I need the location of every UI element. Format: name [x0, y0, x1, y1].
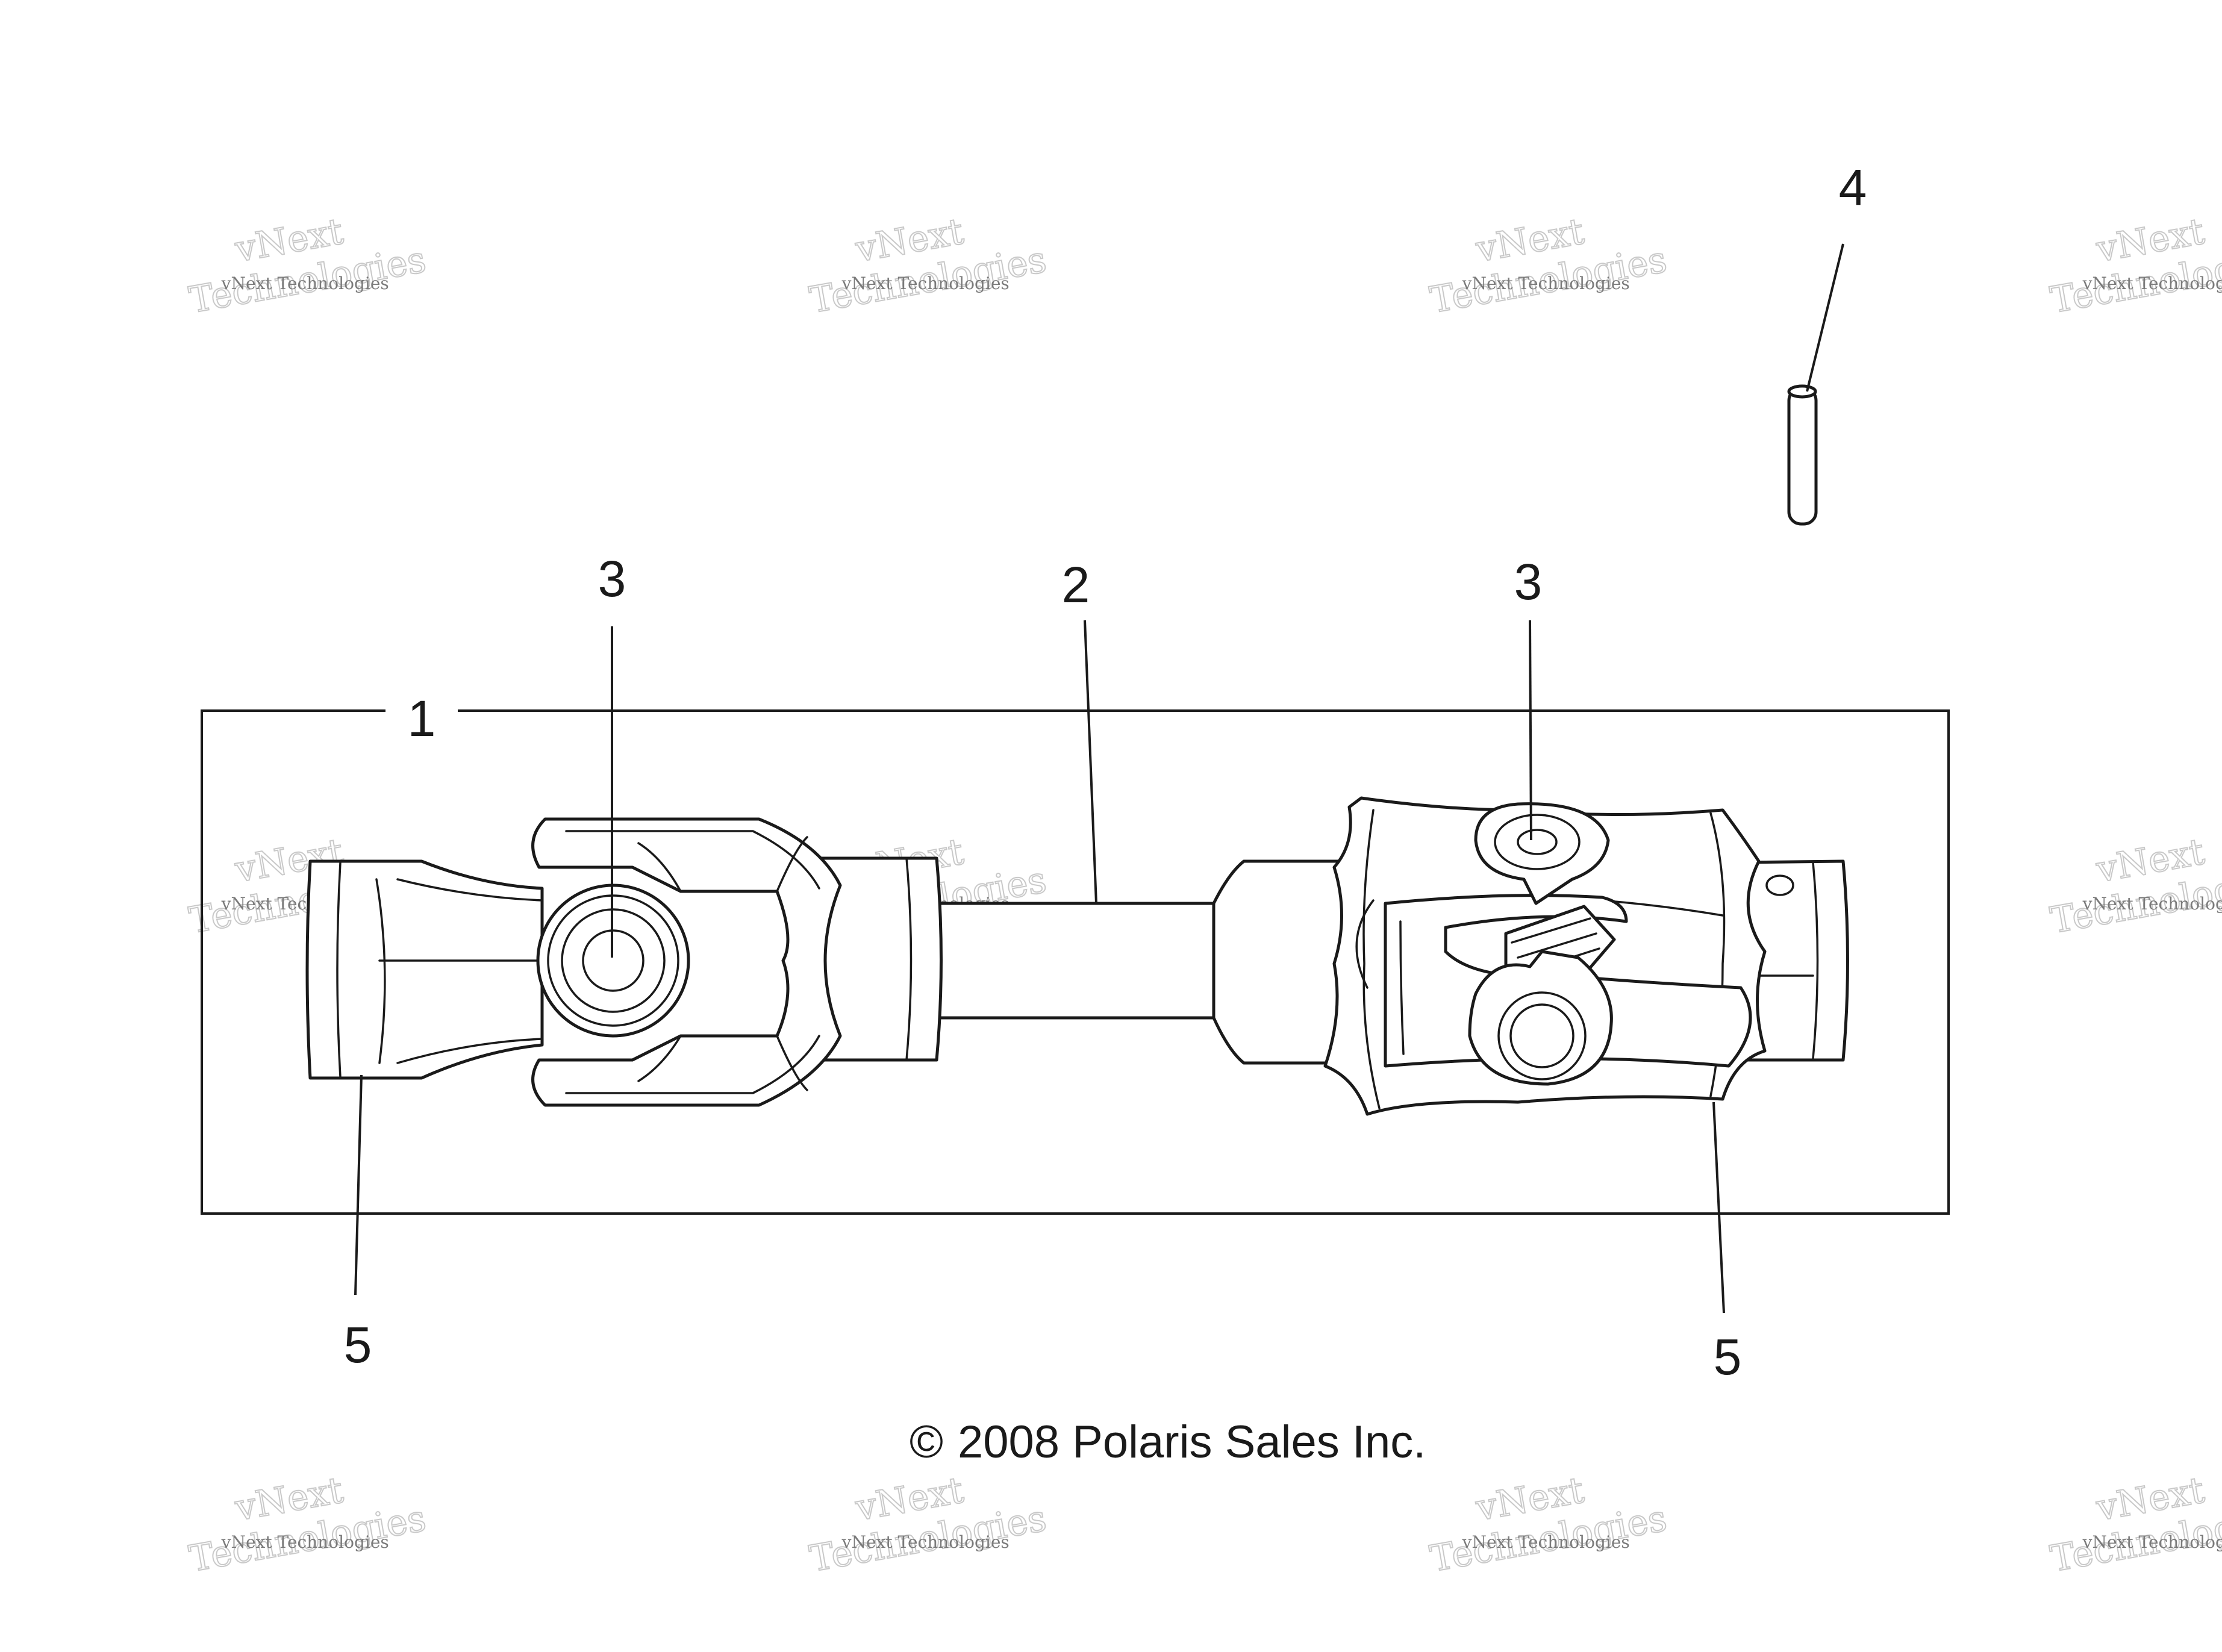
watermark-small-line: vNext Technologies [2082, 894, 2222, 914]
callout-2: 2 [1062, 556, 1090, 613]
center-shaft [935, 902, 1216, 1020]
watermark-small-line: vNext Technologies [841, 1532, 1010, 1552]
watermark-small-line: vNext Technologies [1462, 273, 1630, 293]
copyright-text: 2008 Polaris Sales Inc. [958, 1417, 1426, 1468]
callouts: 1 2 3 3 4 5 5 [344, 159, 1867, 1385]
assembly-frame [201, 709, 1950, 1215]
leader-5-right [1712, 1102, 1725, 1314]
watermark-small-line: vNext Technologies [841, 273, 1010, 293]
left-forked-yoke [531, 817, 842, 1107]
pin-part [1787, 384, 1818, 526]
leader-2 [1084, 620, 1097, 904]
watermark-small-line: vNext Technologies [2082, 273, 2222, 293]
leader-lines [354, 243, 1844, 1314]
watermark-small-line: vNext Technologies [1462, 1532, 1630, 1552]
leader-3-right [1529, 620, 1532, 841]
callout-1: 1 [408, 690, 436, 747]
copyright-symbol: © [910, 1417, 943, 1468]
leader-4 [1806, 243, 1844, 392]
right-yoke-tube [1212, 859, 1351, 1065]
right-spider-bearings [1468, 802, 1616, 1086]
copyright-notice: © 2008 Polaris Sales Inc. [910, 1417, 1426, 1468]
callout-5-left: 5 [344, 1317, 372, 1373]
callout-5-right: 5 [1714, 1329, 1742, 1385]
watermark-small-line: vNext Technologies [2082, 1532, 2222, 1552]
callout-3-right: 3 [1514, 553, 1543, 610]
callout-4: 4 [1839, 159, 1867, 216]
callout-3-left: 3 [598, 550, 626, 607]
watermark-small-line: vNext Technologies [221, 1532, 389, 1552]
left-end-yoke [305, 859, 544, 1080]
left-yoke-tube [808, 856, 943, 1062]
leader-5-left [354, 1074, 363, 1295]
watermark-small-line: vNext Technologies [221, 273, 389, 293]
